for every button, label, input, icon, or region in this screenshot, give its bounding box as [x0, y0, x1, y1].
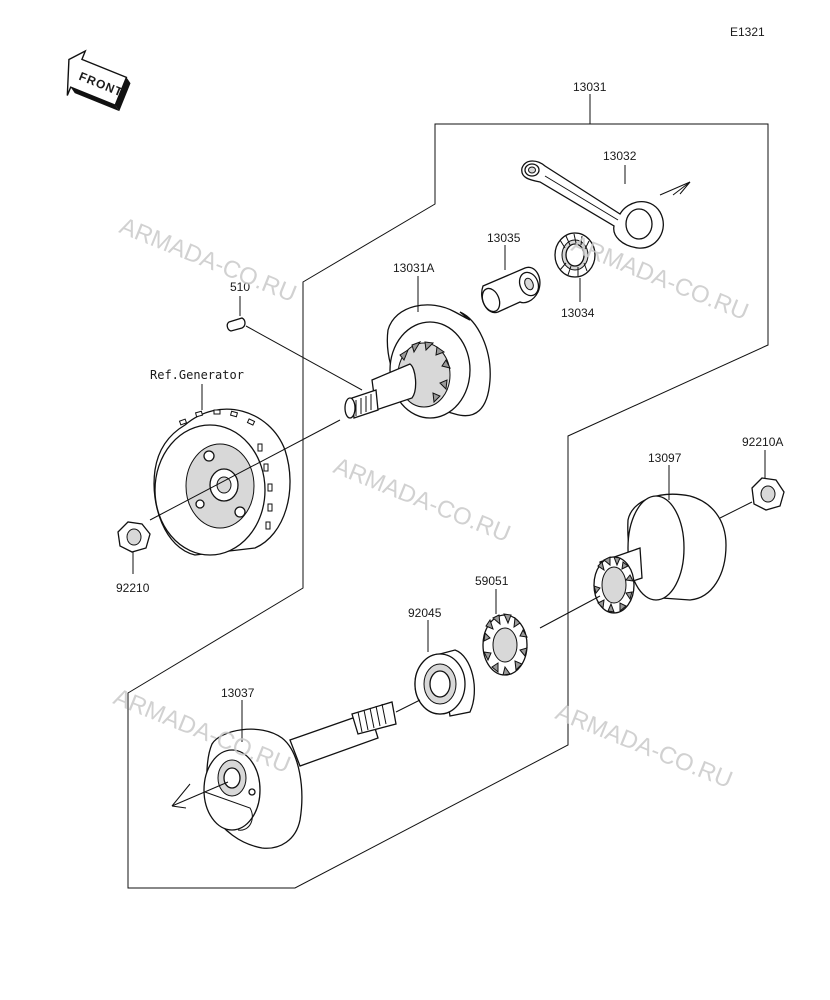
crankshaft-half-right: [203, 701, 397, 849]
label-13035: 13035: [487, 231, 521, 245]
generator-axis-line: [149, 419, 341, 521]
assembly-group-outline: [127, 123, 769, 889]
balancer-drive-gear: [593, 556, 635, 614]
key-alignment-line: [245, 325, 363, 391]
label-13037: 13037: [221, 686, 255, 700]
crank-pin: [481, 266, 541, 314]
label-59051: 59051: [475, 574, 509, 588]
balancer-axis-line: [539, 595, 601, 629]
crankshaft-half-left: [344, 304, 491, 419]
bearing-axis-line: [395, 699, 421, 713]
diagram-code: E1321: [730, 25, 765, 39]
watermark-1: ARMADA-CO.RU: [116, 213, 300, 308]
label-13031: 13031: [573, 80, 607, 94]
label-13032: 13032: [603, 149, 637, 163]
watermark-3: ARMADA-CO.RU: [330, 453, 514, 548]
label-13097: 13097: [648, 451, 682, 465]
watermark-5: ARMADA-CO.RU: [552, 699, 736, 794]
hex-nut-92210: [117, 521, 151, 553]
label-13034: 13034: [561, 306, 595, 320]
connecting-rod: [521, 160, 691, 249]
label-92045: 92045: [408, 606, 442, 620]
label-13031A: 13031A: [393, 261, 434, 275]
needle-bearing: [554, 232, 596, 278]
front-direction-arrow-icon: FRONT: [66, 49, 131, 112]
woodruff-key: [226, 317, 246, 332]
generator-rotor: [153, 408, 291, 556]
ball-bearing: [414, 649, 475, 717]
label-ref-generator: Ref.Generator: [150, 368, 244, 382]
primary-gear: [482, 613, 528, 676]
watermark-2: ARMADA-CO.RU: [568, 231, 752, 326]
label-510: 510: [230, 280, 250, 294]
hex-nut-92210A: [751, 477, 785, 511]
crankshaft-axis-arrow: [171, 783, 191, 809]
label-92210: 92210: [116, 581, 150, 595]
crankshaft-axis-line: [171, 781, 229, 807]
label-92210A: 92210A: [742, 435, 783, 449]
